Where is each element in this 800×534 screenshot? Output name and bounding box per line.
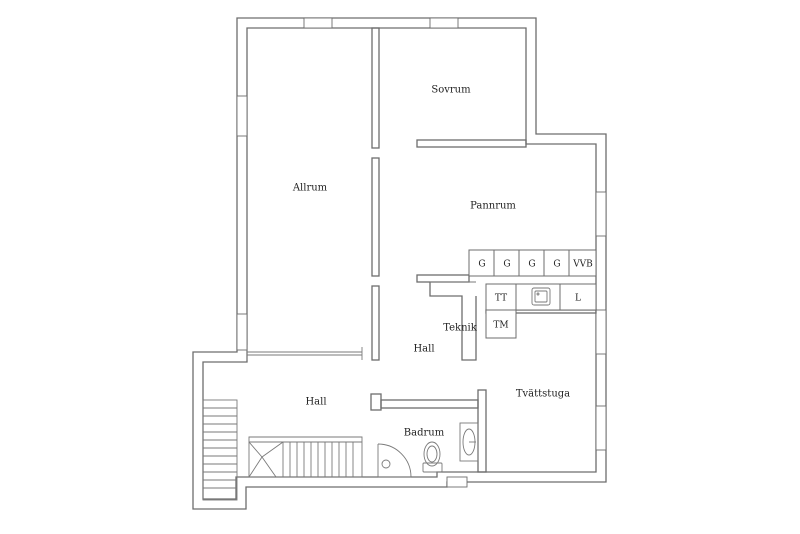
label-tt: TT <box>495 294 507 304</box>
interior-walls <box>246 27 597 473</box>
window-right-lower <box>595 405 607 451</box>
window-left-upper <box>236 95 248 137</box>
toilet-tank-icon <box>422 462 443 473</box>
room-label-badrum: Badrum <box>404 428 445 439</box>
label-g-4: G <box>553 260 560 270</box>
sink-basin-icon <box>531 287 551 306</box>
window-top-left <box>303 17 333 29</box>
fixture-g-4 <box>543 249 570 277</box>
shower-drain-icon <box>381 459 391 469</box>
room-label-allrum: Allrum <box>292 183 328 194</box>
room-label-teknik: Teknik <box>443 323 478 334</box>
washbasin-icon <box>459 422 479 462</box>
window-bottom <box>446 476 468 488</box>
room-labels: Allrum Sovrum Pannrum Teknik Hall Hall B… <box>292 85 570 439</box>
label-vvb: VVB <box>572 260 593 270</box>
windows <box>236 17 607 488</box>
door-swing-arc <box>377 443 412 478</box>
fixture-vvb <box>568 249 597 277</box>
staircase-bottom <box>248 436 363 478</box>
fixture-g-1 <box>468 249 495 277</box>
bathroom-fixtures <box>377 422 479 478</box>
window-top-right <box>429 17 459 29</box>
fixture-row-laundry: TT L TM <box>485 283 597 339</box>
fixture-tt <box>485 283 517 311</box>
toilet-bowl-icon <box>423 441 441 467</box>
room-label-sovrum: Sovrum <box>431 85 471 96</box>
label-g-2: G <box>503 260 510 270</box>
window-left-lower <box>236 313 248 351</box>
fixture-row-boilers: G G G G VVB <box>468 249 597 277</box>
window-right-middle <box>595 309 607 355</box>
room-label-hall-upper: Hall <box>413 344 434 355</box>
staircase-left <box>202 399 238 501</box>
label-l: L <box>575 294 581 304</box>
label-g-3: G <box>528 260 535 270</box>
window-right-upper <box>595 191 607 237</box>
room-label-tvattstuga: Tvättstuga <box>516 389 570 400</box>
label-g-1: G <box>478 260 485 270</box>
room-label-hall-lower: Hall <box>305 397 326 408</box>
fixture-l <box>559 283 597 311</box>
room-label-pannrum: Pannrum <box>470 201 516 212</box>
label-tm: TM <box>493 321 508 331</box>
fixture-g-3 <box>518 249 545 277</box>
fixture-tm <box>485 309 517 339</box>
